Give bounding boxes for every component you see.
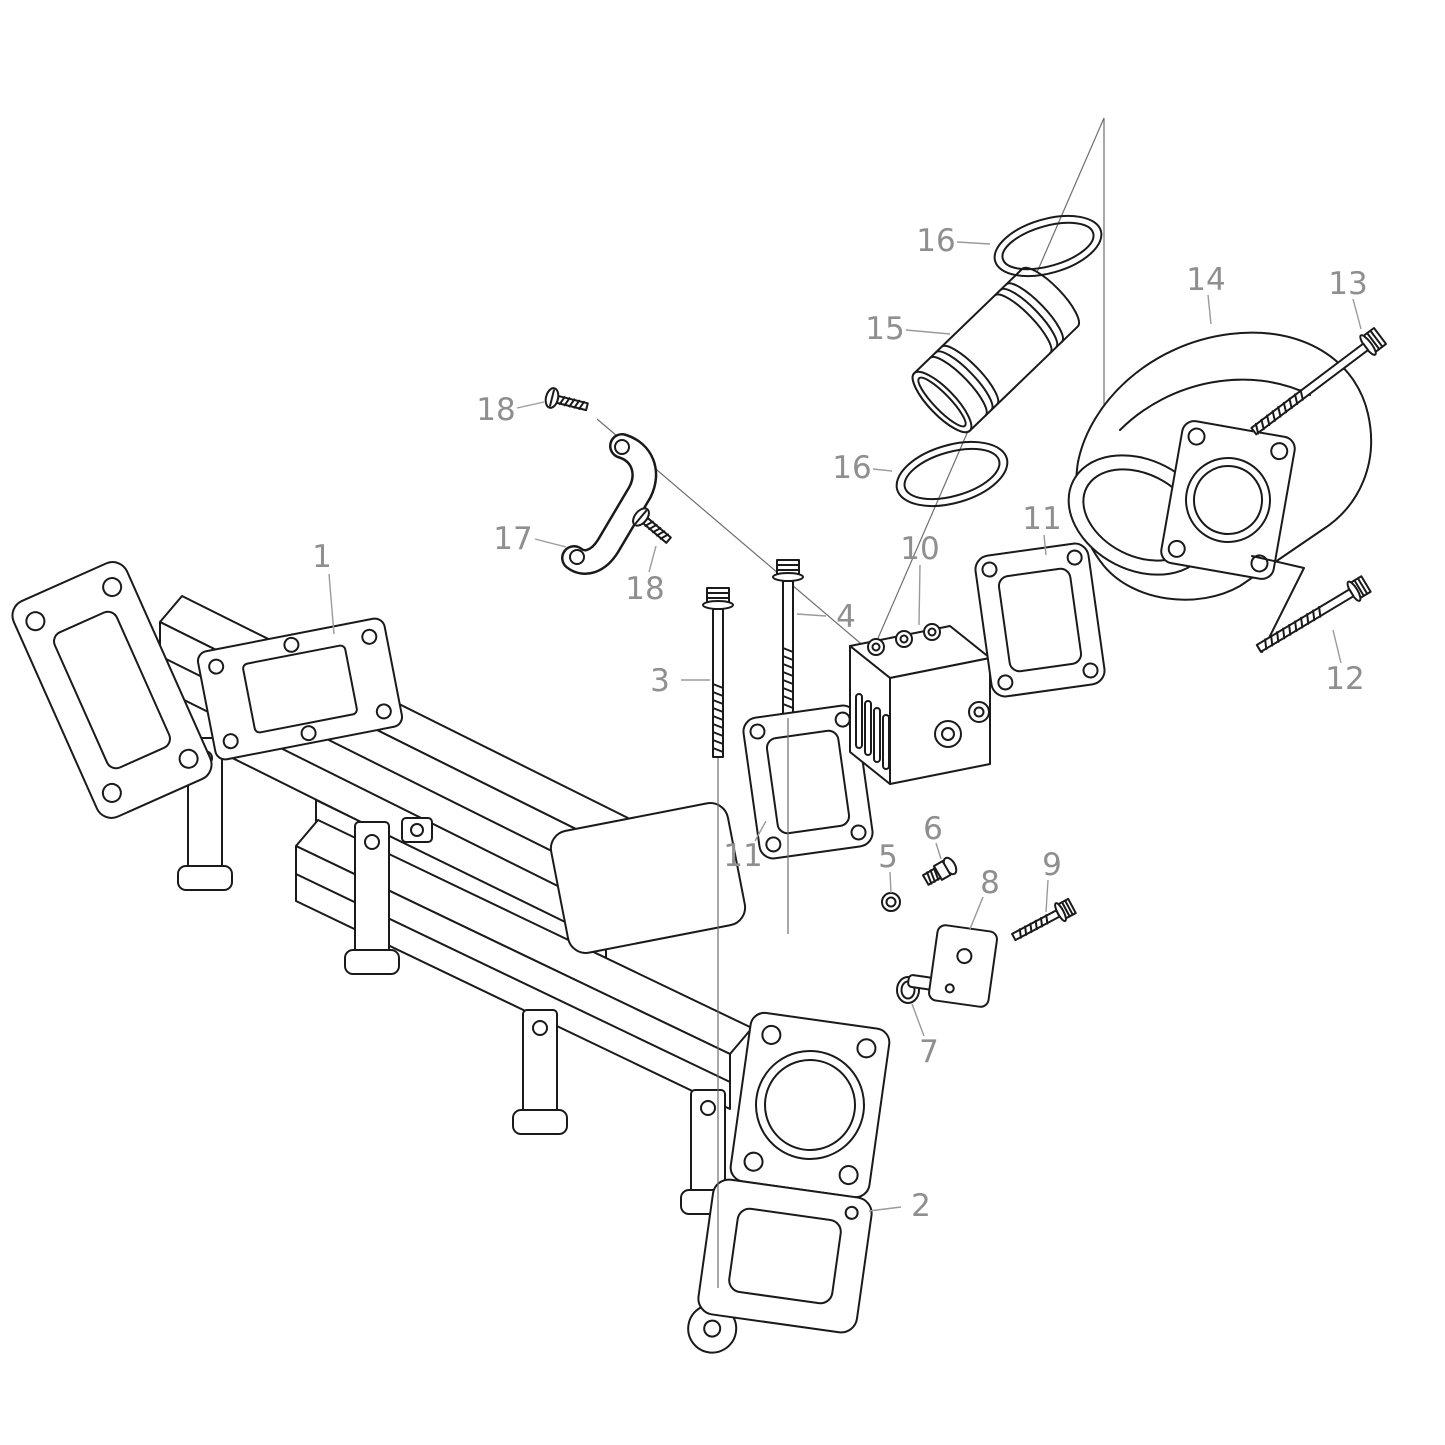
part-number-label-8-7: 8 — [980, 865, 1000, 901]
plug-fitting — [922, 856, 958, 886]
leader-line-12-12 — [1332, 629, 1342, 664]
part-number-label-12-12: 12 — [1325, 661, 1364, 697]
part-number-label-6-5: 6 — [923, 811, 943, 847]
part-number-label-1-0: 1 — [312, 539, 332, 575]
leader-line-8-7 — [969, 896, 984, 930]
sealing-washer — [881, 892, 901, 912]
part-number-label-3-2: 3 — [650, 663, 670, 699]
inlet-flange — [11, 561, 213, 819]
leader-line-5-4 — [889, 871, 892, 894]
mounting-bolt — [772, 559, 804, 716]
o-ring-upper — [993, 214, 1103, 278]
part-number-label-16-17: 16 — [832, 450, 871, 486]
part-number-label-18-20: 18 — [625, 571, 664, 607]
screw — [544, 387, 589, 412]
leader-line-11-10 — [1043, 534, 1047, 556]
leader-line-9-8 — [1045, 879, 1049, 913]
manifold-top-gasket — [196, 617, 404, 761]
leader-line-15-15 — [905, 329, 951, 335]
leader-line-1-0 — [328, 573, 335, 635]
plate-bolt — [1011, 897, 1077, 942]
heater-block — [849, 623, 991, 785]
elbow-flange — [1160, 420, 1296, 580]
leader-line-18-20 — [648, 545, 657, 573]
part-number-label-16-16: 16 — [916, 223, 955, 259]
part-number-label-5-4: 5 — [878, 839, 898, 875]
screw — [632, 507, 672, 544]
leader-line-2-1 — [868, 1206, 902, 1212]
part-number-label-13-13: 13 — [1328, 266, 1367, 302]
elbow-flange-bolt — [1250, 327, 1388, 436]
leader-line-18-19 — [516, 401, 545, 409]
flange-bolt — [1255, 575, 1372, 653]
leader-line-16-17 — [872, 468, 893, 472]
leader-line-16-16 — [956, 241, 991, 245]
part-number-label-11-11: 11 — [723, 838, 762, 874]
manifold-leg — [344, 821, 400, 975]
part-number-label-11-10: 11 — [1022, 501, 1061, 537]
leader-line-17-18 — [534, 538, 567, 548]
part-number-label-2-1: 2 — [911, 1188, 931, 1224]
part-number-label-17-18: 17 — [493, 521, 532, 557]
leader-line-10-9 — [918, 564, 921, 626]
leader-line-13-13 — [1352, 298, 1362, 330]
leader-line-14-14 — [1207, 294, 1212, 325]
part-number-label-10-9: 10 — [900, 531, 939, 567]
manifold-boss — [401, 817, 433, 843]
manifold-leg — [512, 1009, 568, 1135]
part-number-label-9-8: 9 — [1042, 847, 1062, 883]
leader-line-4-3 — [796, 613, 827, 617]
port-gasket-lower — [742, 704, 874, 860]
hose-coupling — [911, 266, 1080, 434]
part-number-label-14-14: 14 — [1186, 262, 1225, 298]
leader-line-7-6 — [911, 1003, 925, 1037]
port-gasket-upper — [974, 542, 1106, 698]
outlet-plate — [907, 924, 998, 1008]
parts-layer — [11, 214, 1388, 1354]
leader-line-11-11 — [754, 820, 767, 842]
axis-lines-over — [717, 718, 789, 1288]
part-number-label-15-15: 15 — [865, 311, 904, 347]
support-bracket — [561, 433, 658, 575]
outlet-flange — [729, 1011, 891, 1199]
cover-plate — [549, 802, 747, 954]
outlet-gasket — [687, 1178, 873, 1354]
mounting-bolt-long — [702, 587, 734, 758]
part-number-label-18-19: 18 — [476, 392, 515, 428]
o-ring-lower — [895, 441, 1009, 507]
leader-line-6-5 — [935, 842, 942, 860]
part-number-label-4-3: 4 — [836, 599, 856, 635]
part-number-label-7-6: 7 — [919, 1034, 939, 1070]
